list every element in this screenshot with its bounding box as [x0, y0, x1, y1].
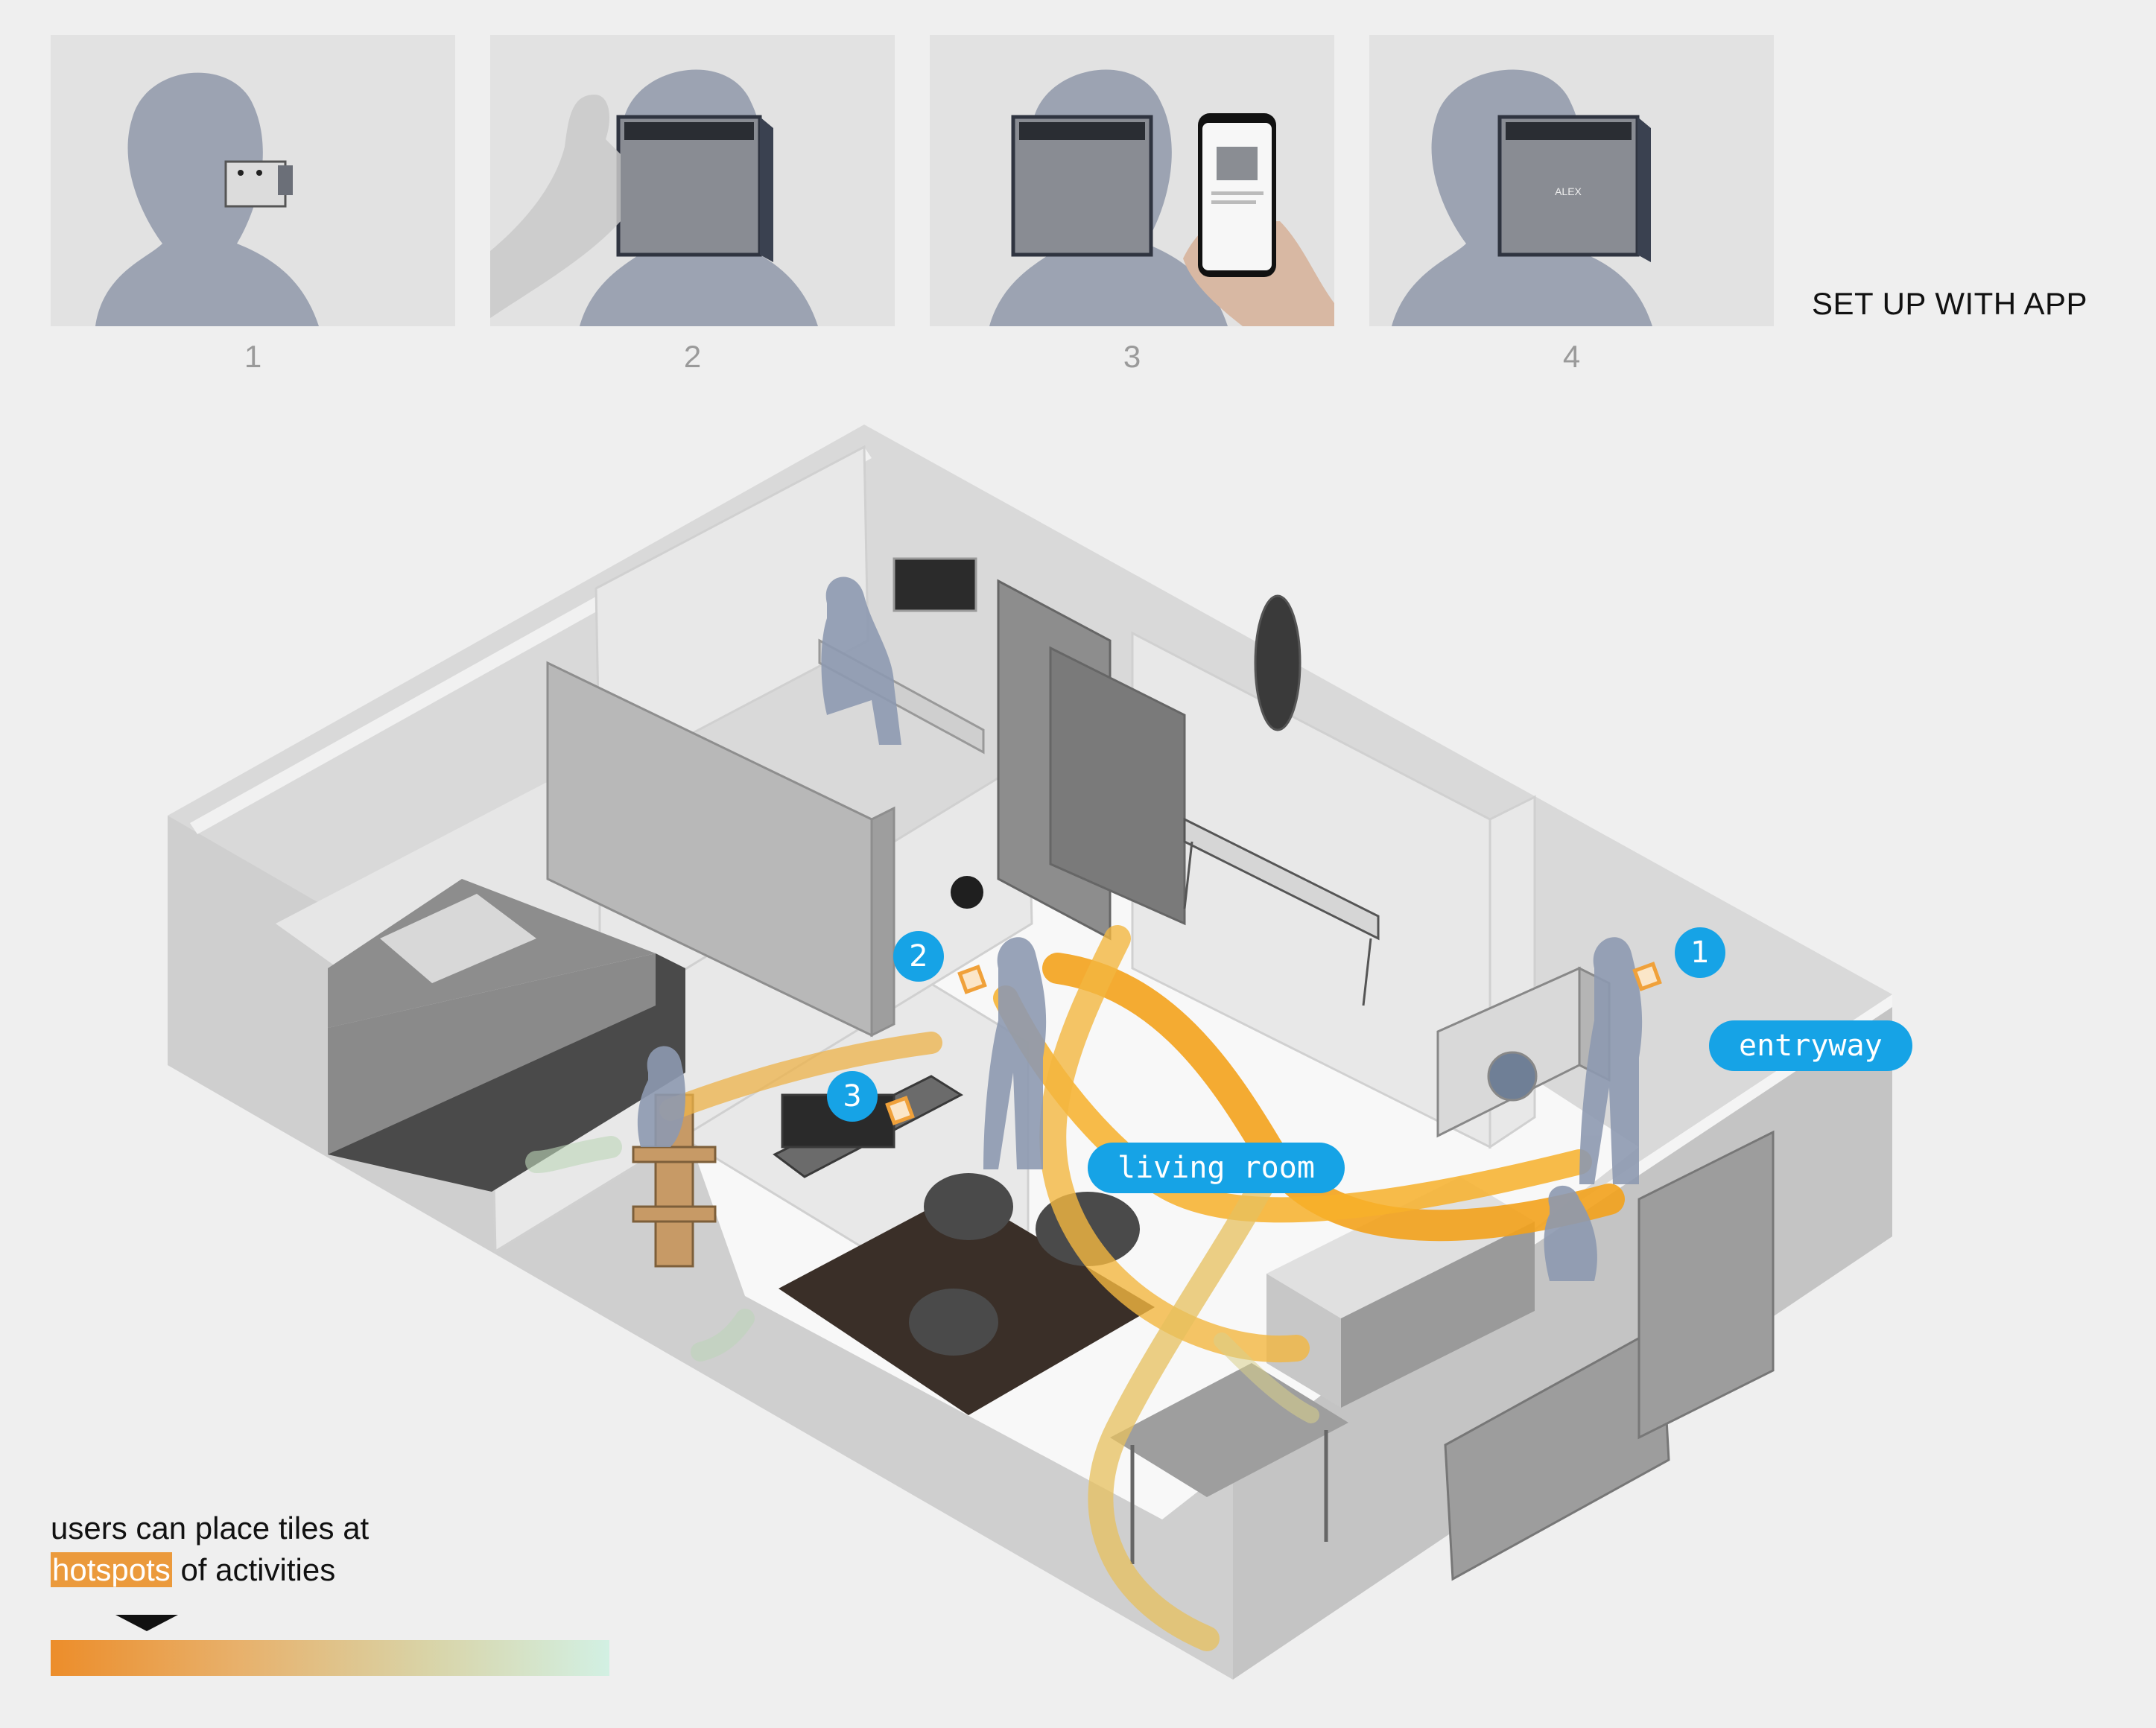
hotspot-marker-1[interactable]: 1 — [1675, 927, 1725, 978]
device-tile — [616, 115, 773, 262]
hotspot-marker-3[interactable]: 3 — [827, 1071, 878, 1122]
step-number-1: 1 — [244, 339, 262, 374]
wall-thermostat — [951, 876, 983, 909]
kitchen-counters — [1444, 1130, 1775, 1581]
down-arrow-icon — [115, 1615, 178, 1631]
device-name-text: ALEX — [1555, 185, 1582, 197]
smartphone-icon — [1198, 113, 1276, 277]
hotspot-tiles — [885, 962, 1662, 1125]
hotspots-highlight: hotspots — [51, 1552, 172, 1587]
step-number-3: 3 — [1123, 339, 1141, 374]
step-number-4: 4 — [1562, 339, 1581, 374]
activity-gradient-legend — [51, 1640, 609, 1676]
room-label-entryway[interactable]: entryway — [1709, 1020, 1912, 1071]
shelving-unit — [997, 579, 1186, 941]
legend-caption-rest: of activities — [171, 1552, 336, 1587]
step-number-2: 2 — [683, 339, 702, 374]
setup-step-3-panel — [930, 35, 1334, 326]
hotspot-marker-2[interactable]: 2 — [893, 931, 944, 982]
legend-caption: users can place tiles at hotspots of act… — [51, 1508, 369, 1591]
person-silhouette — [95, 72, 319, 326]
legend-caption-line2: hotspots of activities — [51, 1549, 369, 1591]
device-tile: ALEX — [1497, 115, 1651, 262]
floorplan-illustration: 2 1 3 entryway living room — [0, 402, 2156, 1724]
setup-step-2-panel — [490, 35, 895, 326]
legend-caption-line1: users can place tiles at — [51, 1511, 370, 1546]
device-tile — [1011, 115, 1153, 257]
wardrobe — [546, 661, 895, 1038]
setup-step-4-panel: ALEX — [1369, 35, 1774, 326]
setup-step-1-panel — [51, 35, 455, 326]
wall-mount-bracket — [224, 160, 293, 208]
bathroom-vanity — [1183, 594, 1380, 1006]
hand-silhouette — [490, 95, 621, 318]
bed — [328, 879, 685, 1192]
room-label-living-room[interactable]: living room — [1088, 1143, 1345, 1193]
setup-title: SET UP WITH APP — [1812, 286, 2088, 321]
person-silhouettes — [637, 576, 1643, 1281]
